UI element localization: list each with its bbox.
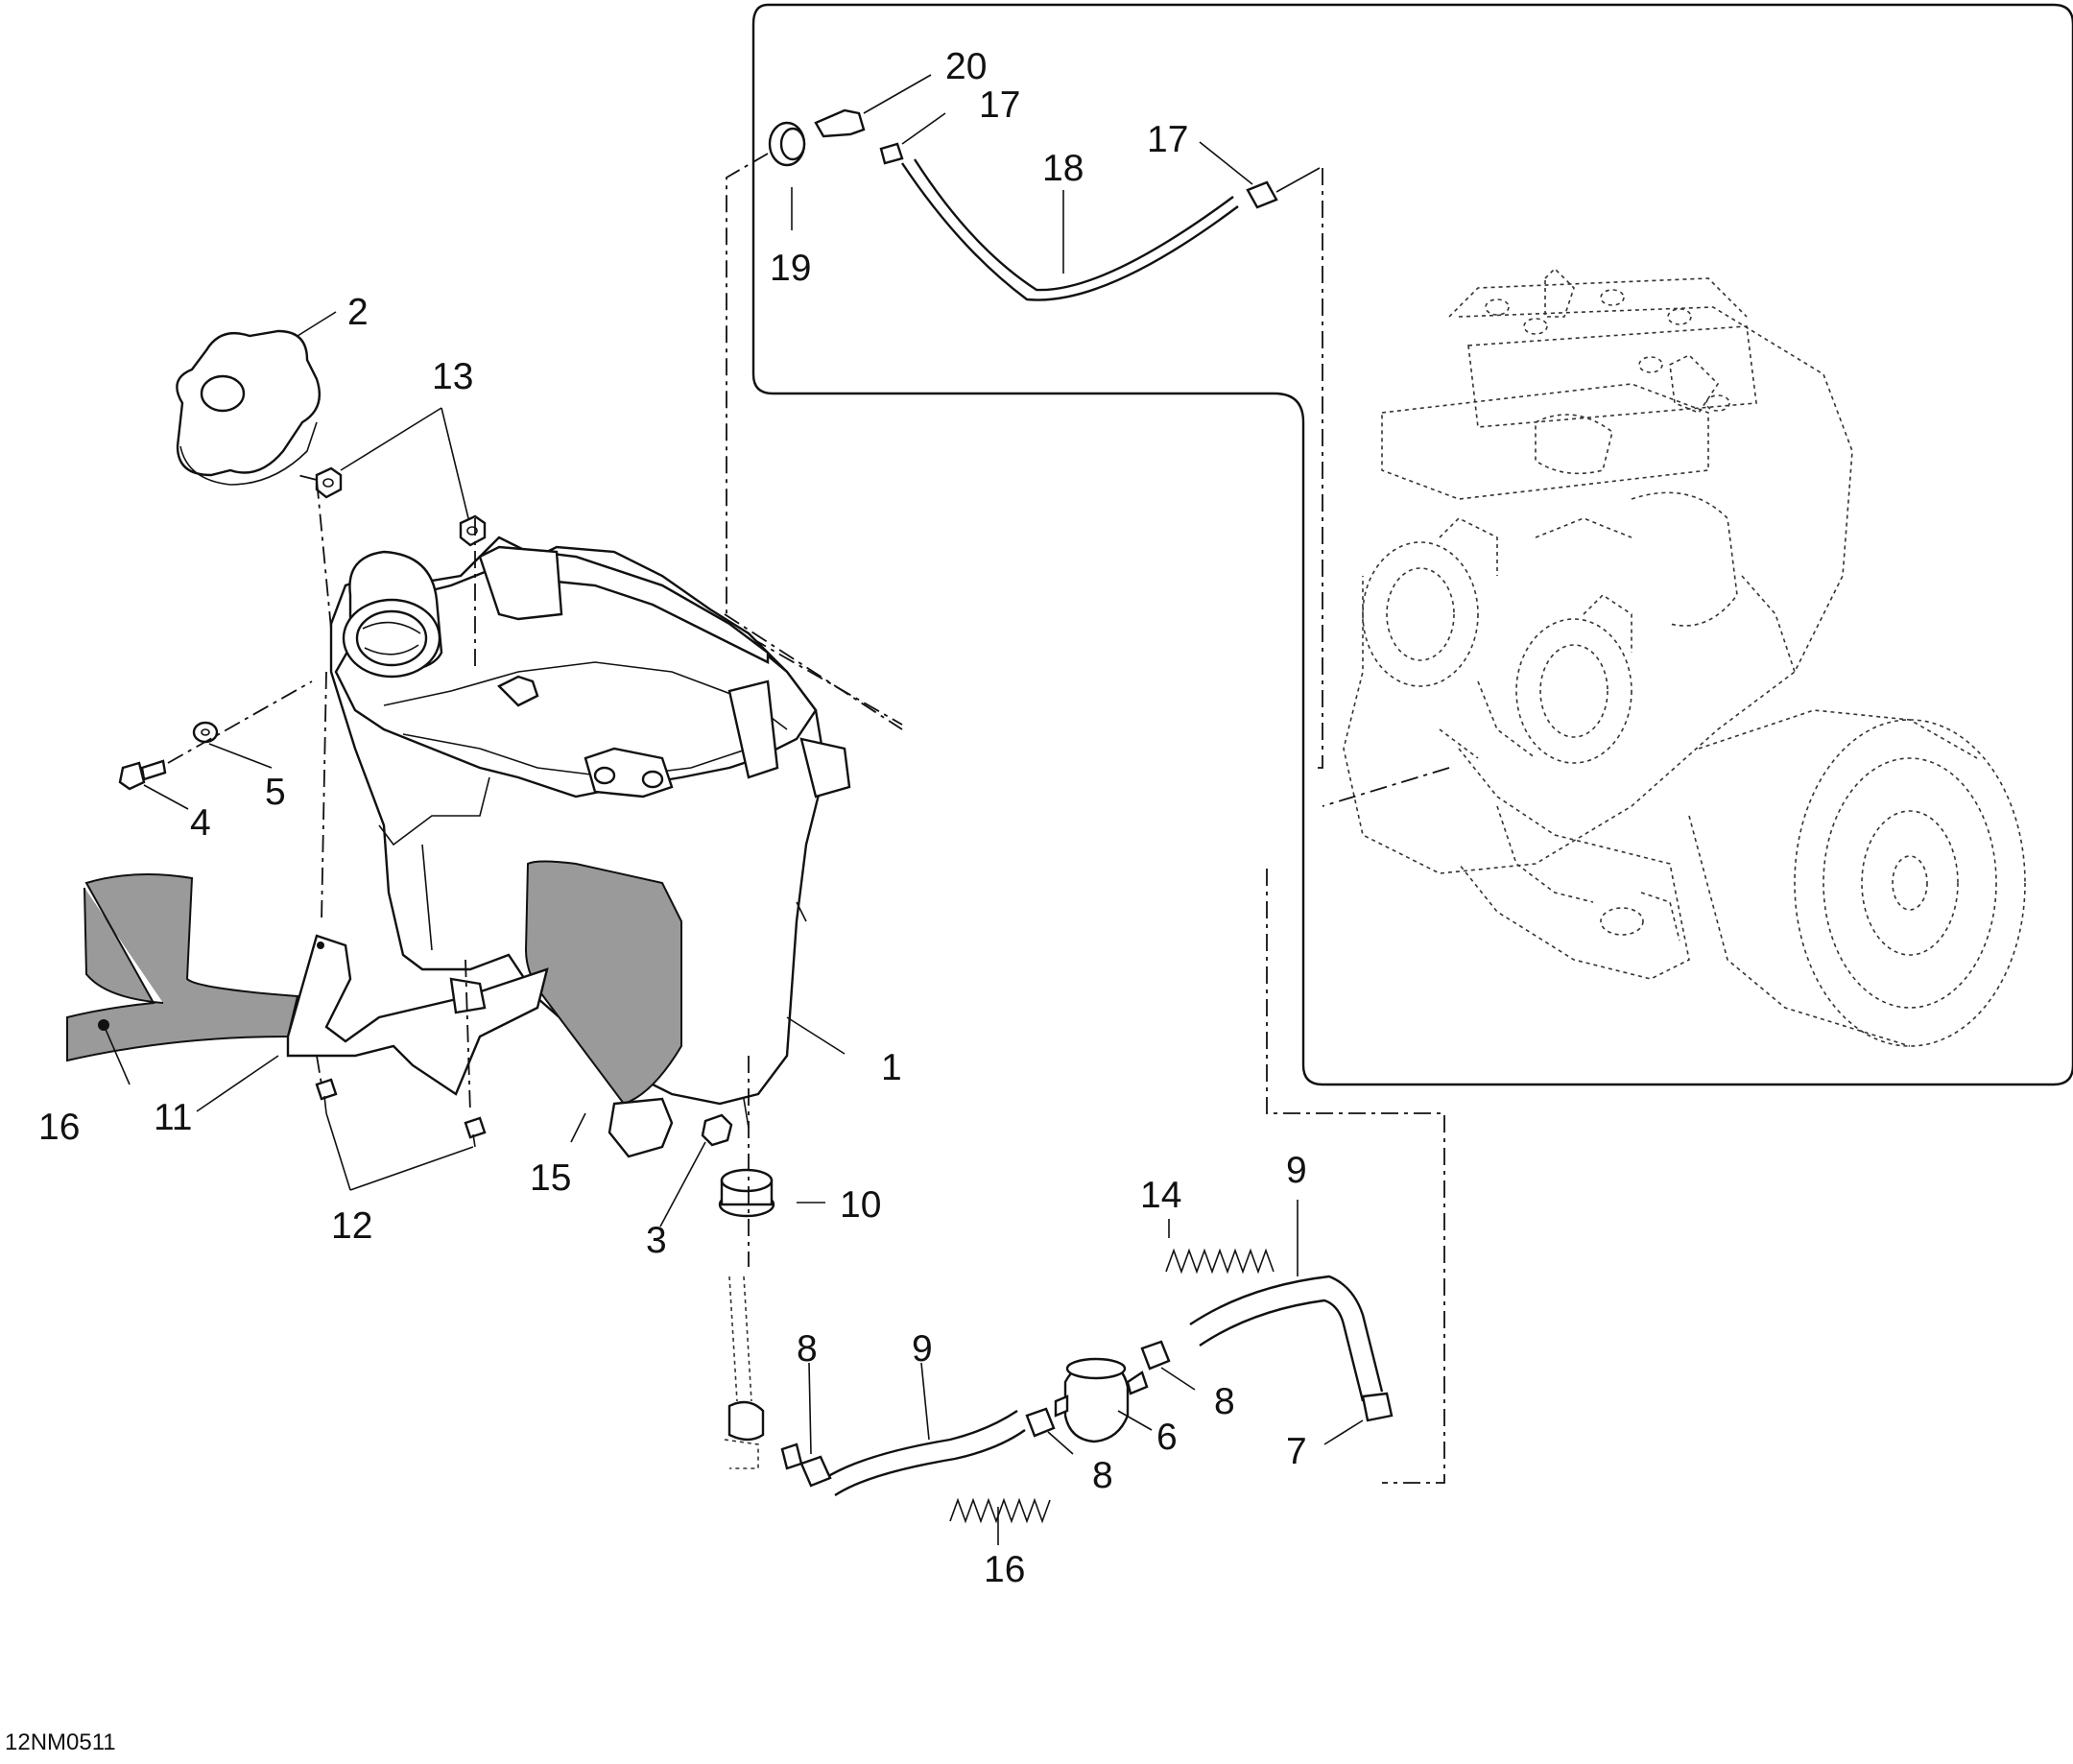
callout-18: 18 bbox=[1042, 148, 1084, 189]
washer-5 bbox=[192, 721, 219, 744]
spring-16 bbox=[949, 1497, 1051, 1524]
clamp-8-c bbox=[1140, 1340, 1171, 1371]
grommet-10 bbox=[718, 1168, 775, 1218]
nut-3 bbox=[701, 1113, 733, 1147]
clamp-8-b bbox=[1025, 1407, 1056, 1438]
screw-12-right bbox=[464, 1116, 487, 1148]
callout-20: 20 bbox=[945, 46, 987, 87]
detail-frame bbox=[751, 3, 2073, 1086]
callout-9-lower: 9 bbox=[912, 1328, 933, 1370]
callout-8-left: 8 bbox=[797, 1328, 818, 1370]
clamp-17-upper bbox=[879, 142, 904, 165]
bolt-4 bbox=[118, 759, 167, 791]
callout-8-right: 8 bbox=[1214, 1381, 1235, 1422]
callout-9-upper: 9 bbox=[1286, 1150, 1307, 1191]
hose-9-lower bbox=[824, 1410, 1018, 1480]
callout-7: 7 bbox=[1286, 1431, 1307, 1472]
callout-5: 5 bbox=[265, 772, 286, 813]
clamp-17-end bbox=[1246, 180, 1278, 209]
callout-8-mid: 8 bbox=[1092, 1455, 1113, 1496]
callout-10: 10 bbox=[840, 1184, 881, 1226]
bracket-11 bbox=[286, 934, 549, 1096]
heat-pad-15 bbox=[524, 860, 682, 1106]
leader-lines bbox=[103, 74, 1364, 1545]
callout-12: 12 bbox=[331, 1205, 372, 1247]
oil-tank-1 bbox=[329, 536, 851, 1158]
engine-ghost bbox=[1343, 267, 2026, 1047]
callout-labels: 20 17 18 17 19 2 13 5 4 1 16 11 15 12 3 … bbox=[38, 46, 1307, 1590]
callout-16-left: 16 bbox=[38, 1107, 80, 1148]
heat-shield-16 bbox=[66, 873, 299, 1062]
clamp-7 bbox=[1361, 1392, 1394, 1422]
outlet-fitting bbox=[724, 1275, 803, 1470]
spring-14 bbox=[1165, 1248, 1275, 1275]
grommet-19 bbox=[768, 121, 806, 167]
hose-9-upper bbox=[1189, 1275, 1384, 1393]
clamp-8-a bbox=[799, 1455, 832, 1488]
oil-filter-6 bbox=[1054, 1357, 1149, 1443]
vent-hose-18 bbox=[901, 162, 1239, 301]
callout-16-lower: 16 bbox=[984, 1549, 1025, 1590]
callout-15: 15 bbox=[530, 1157, 571, 1199]
callout-11: 11 bbox=[154, 1097, 193, 1138]
vent-line bbox=[726, 108, 1323, 769]
screw-12-left bbox=[315, 1078, 338, 1114]
callout-4: 4 bbox=[190, 802, 211, 844]
callout-2: 2 bbox=[347, 292, 369, 333]
nut-13-left bbox=[315, 466, 343, 499]
drawing-id: 12NM0511 bbox=[5, 1729, 116, 1755]
callout-1: 1 bbox=[881, 1047, 902, 1088]
callout-17-right: 17 bbox=[1147, 119, 1188, 160]
filler-cap-2 bbox=[176, 329, 322, 486]
callout-6: 6 bbox=[1156, 1417, 1178, 1458]
callout-13: 13 bbox=[432, 356, 473, 397]
callout-3: 3 bbox=[646, 1220, 667, 1261]
nut-13-right bbox=[459, 514, 487, 547]
elbow-fitting-20 bbox=[814, 108, 866, 138]
callout-14: 14 bbox=[1140, 1175, 1181, 1216]
callout-19: 19 bbox=[770, 248, 811, 289]
callout-17-top: 17 bbox=[979, 84, 1020, 126]
